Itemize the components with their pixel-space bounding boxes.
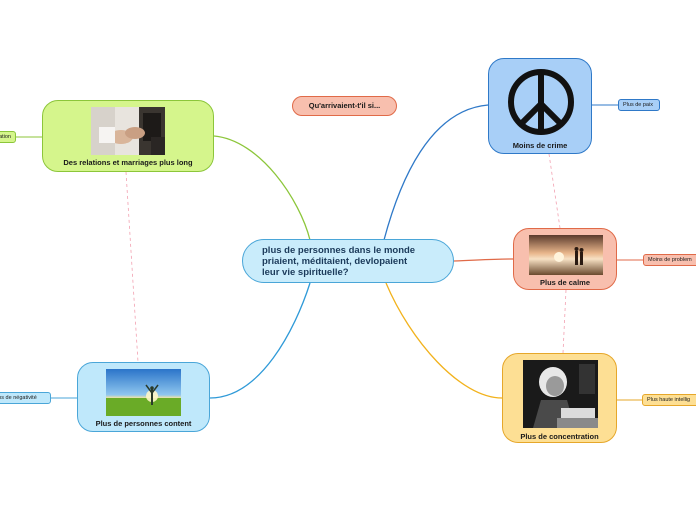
couple-sunset-photo [529, 235, 603, 275]
topic-concentration-label: Plus de concentration [520, 432, 599, 441]
subtopic-negativite[interactable]: ins de négativité [0, 392, 51, 404]
relation-crime-calme [548, 153, 561, 229]
topic-calme[interactable]: Plus de calme [513, 228, 617, 290]
peace-symbol-icon [508, 69, 574, 135]
central-line-2: priaient, méditaient, devlopaient [262, 256, 408, 267]
topic-relations[interactable]: Des relations et marriages plus long [42, 100, 214, 172]
link-calme [453, 258, 514, 262]
topic-concentration[interactable]: Plus de concentration [502, 353, 617, 443]
topic-calme-label: Plus de calme [539, 278, 591, 287]
topic-crime[interactable]: Moins de crime [488, 58, 592, 154]
relation-relations-content [125, 171, 139, 363]
floating-topic[interactable]: Qu'arrivaient-t'il si... [292, 96, 397, 116]
topic-content[interactable]: Plus de personnes content [77, 362, 210, 432]
subtopic-problem[interactable]: Moins de problem [643, 254, 696, 266]
topic-relations-label: Des relations et marriages plus long [63, 158, 193, 167]
link-concentration [385, 282, 503, 399]
reading-person-photo [523, 360, 598, 428]
link-relations [213, 135, 311, 241]
link-content [209, 282, 311, 399]
subtopic-intelligence[interactable]: Plus haute intellig [642, 394, 696, 406]
subtopic-paix[interactable]: Plus de paix [618, 99, 660, 111]
person-arms-raised-field-photo [106, 369, 181, 416]
wedding-hands-photo [91, 107, 165, 155]
topic-content-label: Plus de personnes content [95, 419, 192, 428]
topic-crime-label: Moins de crime [512, 141, 568, 150]
subtopic-relations[interactable]: ation [0, 131, 16, 143]
central-topic[interactable]: plus de personnes dans le monde priaient… [242, 239, 454, 283]
link-crime [383, 104, 489, 241]
central-line-1: plus de personnes dans le monde [262, 245, 416, 256]
floating-label: Qu'arrivaient-t'il si... [308, 101, 381, 110]
central-line-3: leur vie spirituelle? [262, 267, 349, 278]
relation-calme-concentration [562, 289, 567, 354]
